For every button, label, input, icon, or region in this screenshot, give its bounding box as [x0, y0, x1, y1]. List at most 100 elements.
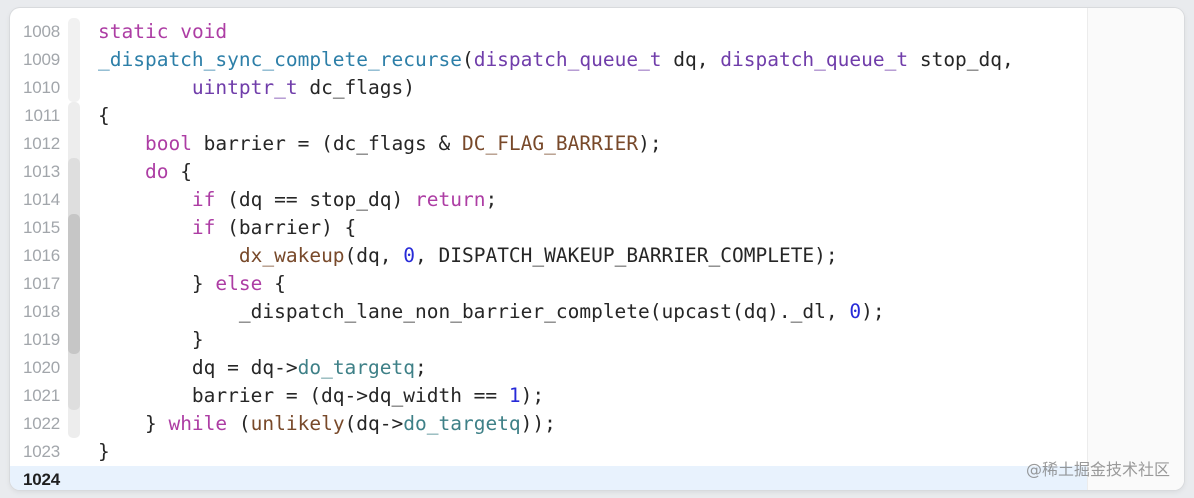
code-token: {: [98, 104, 110, 127]
code-line[interactable]: 1012 bool barrier = (dc_flags & DC_FLAG_…: [10, 130, 1088, 158]
code-token: dx_wakeup: [238, 244, 345, 267]
line-number[interactable]: 1012: [22, 134, 60, 153]
code-line[interactable]: 1014 if (dq == stop_dq) return;: [10, 186, 1088, 214]
code-token: bool: [144, 132, 192, 155]
code-editor-window: _ _ 1008 static void 1009 _dispatch_sync_co…: [10, 8, 1184, 490]
code-line[interactable]: 1016 dx_wakeup(dq, 0, DISPATCH_WAKEUP_BA…: [10, 242, 1088, 270]
code-token: dc_flags): [297, 76, 415, 99]
code-token: barrier = (dc_flags &: [191, 132, 462, 155]
code-line[interactable]: 1013 do {: [10, 158, 1088, 186]
code-token: 1: [508, 384, 521, 407]
code-token: 0: [403, 244, 416, 267]
code-token: [98, 160, 145, 183]
code-text[interactable]: _dispatch_lane_non_barrier_complete(upca…: [98, 298, 885, 326]
code-token: dq,: [661, 48, 721, 71]
code-token: (dq->: [344, 412, 404, 435]
minimap[interactable]: [1087, 8, 1184, 490]
code-token: {: [168, 160, 192, 183]
code-token: dispatch_queue_t: [720, 48, 909, 71]
code-token: );: [861, 300, 885, 323]
code-token: ;: [485, 188, 498, 211]
line-number[interactable]: 1018: [22, 302, 60, 321]
fold-ribbon-level-3[interactable]: [68, 214, 80, 354]
code-text[interactable]: } else {: [98, 270, 286, 298]
code-token: [98, 244, 239, 267]
code-editor[interactable]: 1008 static void 1009 _dispatch_sync_comple…: [10, 18, 1088, 490]
partial-code-line: _ _: [160, 8, 280, 9]
code-token: ));: [520, 412, 556, 435]
code-line[interactable]: 1017 } else {: [10, 270, 1088, 298]
line-number[interactable]: 1017: [22, 274, 60, 293]
line-number[interactable]: 1021: [22, 386, 60, 405]
code-token: 0: [849, 300, 862, 323]
code-token: do_targetq: [297, 356, 415, 379]
code-line[interactable]: 1018 _dispatch_lane_non_barrier_complete…: [10, 298, 1088, 326]
code-text[interactable]: dx_wakeup(dq, 0, DISPATCH_WAKEUP_BARRIER…: [98, 242, 838, 270]
code-token: [98, 188, 192, 211]
code-line[interactable]: 1022 } while (unlikely(dq->do_targetq));: [10, 410, 1088, 438]
code-line[interactable]: 1023}: [10, 438, 1088, 466]
code-token: (dq == stop_dq): [215, 188, 415, 211]
code-line[interactable]: 1021 barrier = (dq->dq_width == 1);: [10, 382, 1088, 410]
code-token: }: [98, 412, 169, 435]
code-text[interactable]: if (barrier) {: [98, 214, 356, 242]
code-token: (barrier) {: [215, 216, 357, 239]
code-token: return: [415, 188, 486, 211]
code-token: }: [98, 272, 216, 295]
code-token: void: [180, 20, 228, 43]
code-line[interactable]: 1020 dq = dq->do_targetq;: [10, 354, 1088, 382]
code-token: if: [191, 188, 216, 211]
code-token: _dispatch_sync_complete_recurse: [98, 48, 462, 71]
code-token: }: [98, 440, 110, 463]
code-text[interactable]: }: [98, 326, 204, 354]
code-text[interactable]: _dispatch_sync_complete_recurse(dispatch…: [98, 46, 1014, 74]
code-token: do: [144, 160, 169, 183]
line-number[interactable]: 1023: [22, 442, 60, 461]
code-token: [98, 76, 192, 99]
code-token: dq = dq->: [98, 356, 298, 379]
code-line[interactable]: 1008 static void: [10, 18, 1088, 46]
code-line[interactable]: 1010 uintptr_t dc_flags): [10, 74, 1088, 102]
line-number[interactable]: 1019: [22, 330, 60, 349]
line-number[interactable]: 1024: [22, 470, 60, 489]
line-number[interactable]: 1015: [22, 218, 60, 237]
line-number[interactable]: 1010: [22, 78, 60, 97]
code-text[interactable]: do {: [98, 158, 192, 186]
code-text[interactable]: } while (unlikely(dq->do_targetq));: [98, 410, 556, 438]
code-token: else: [215, 272, 263, 295]
code-text[interactable]: static void: [98, 18, 227, 46]
code-token: unlikely: [250, 412, 345, 435]
line-number[interactable]: 1016: [22, 246, 60, 265]
code-line[interactable]: 1015 if (barrier) {: [10, 214, 1088, 242]
code-token: DC_FLAG_BARRIER: [461, 132, 639, 155]
code-line[interactable]: 1019 }: [10, 326, 1088, 354]
code-token: , DISPATCH_WAKEUP_BARRIER_COMPLETE);: [415, 244, 838, 267]
line-number[interactable]: 1013: [22, 162, 60, 181]
line-number[interactable]: 1014: [22, 190, 60, 209]
code-token: dispatch_queue_t: [473, 48, 662, 71]
code-token: barrier = (dq->dq_width ==: [98, 384, 509, 407]
code-token: do_targetq: [403, 412, 521, 435]
fold-ribbon-level-0[interactable]: [68, 18, 80, 102]
code-text[interactable]: {: [98, 102, 110, 130]
line-number[interactable]: 1020: [22, 358, 60, 377]
code-token: stop_dq,: [908, 48, 1014, 71]
code-text[interactable]: dq = dq->do_targetq;: [98, 354, 427, 382]
code-text[interactable]: bool barrier = (dc_flags & DC_FLAG_BARRI…: [98, 130, 662, 158]
line-number[interactable]: 1022: [22, 414, 60, 433]
line-number[interactable]: 1008: [22, 22, 60, 41]
code-text[interactable]: }: [98, 438, 110, 466]
code-text[interactable]: barrier = (dq->dq_width == 1);: [98, 382, 544, 410]
code-text[interactable]: uintptr_t dc_flags): [98, 74, 415, 102]
code-token: ;: [415, 356, 427, 379]
code-token: _dispatch_lane_non_barrier_complete(upca…: [98, 300, 850, 323]
line-number[interactable]: 1011: [24, 106, 60, 125]
code-line[interactable]: 1009 _dispatch_sync_complete_recurse(disp…: [10, 46, 1088, 74]
code-token: static: [98, 20, 169, 43]
code-token: (: [227, 412, 251, 435]
line-number[interactable]: 1009: [22, 50, 60, 69]
code-line[interactable]: 1011 {: [10, 102, 1088, 130]
code-token: );: [520, 384, 545, 407]
code-line-current[interactable]: 1024: [10, 466, 1088, 490]
code-text[interactable]: if (dq == stop_dq) return;: [98, 186, 497, 214]
